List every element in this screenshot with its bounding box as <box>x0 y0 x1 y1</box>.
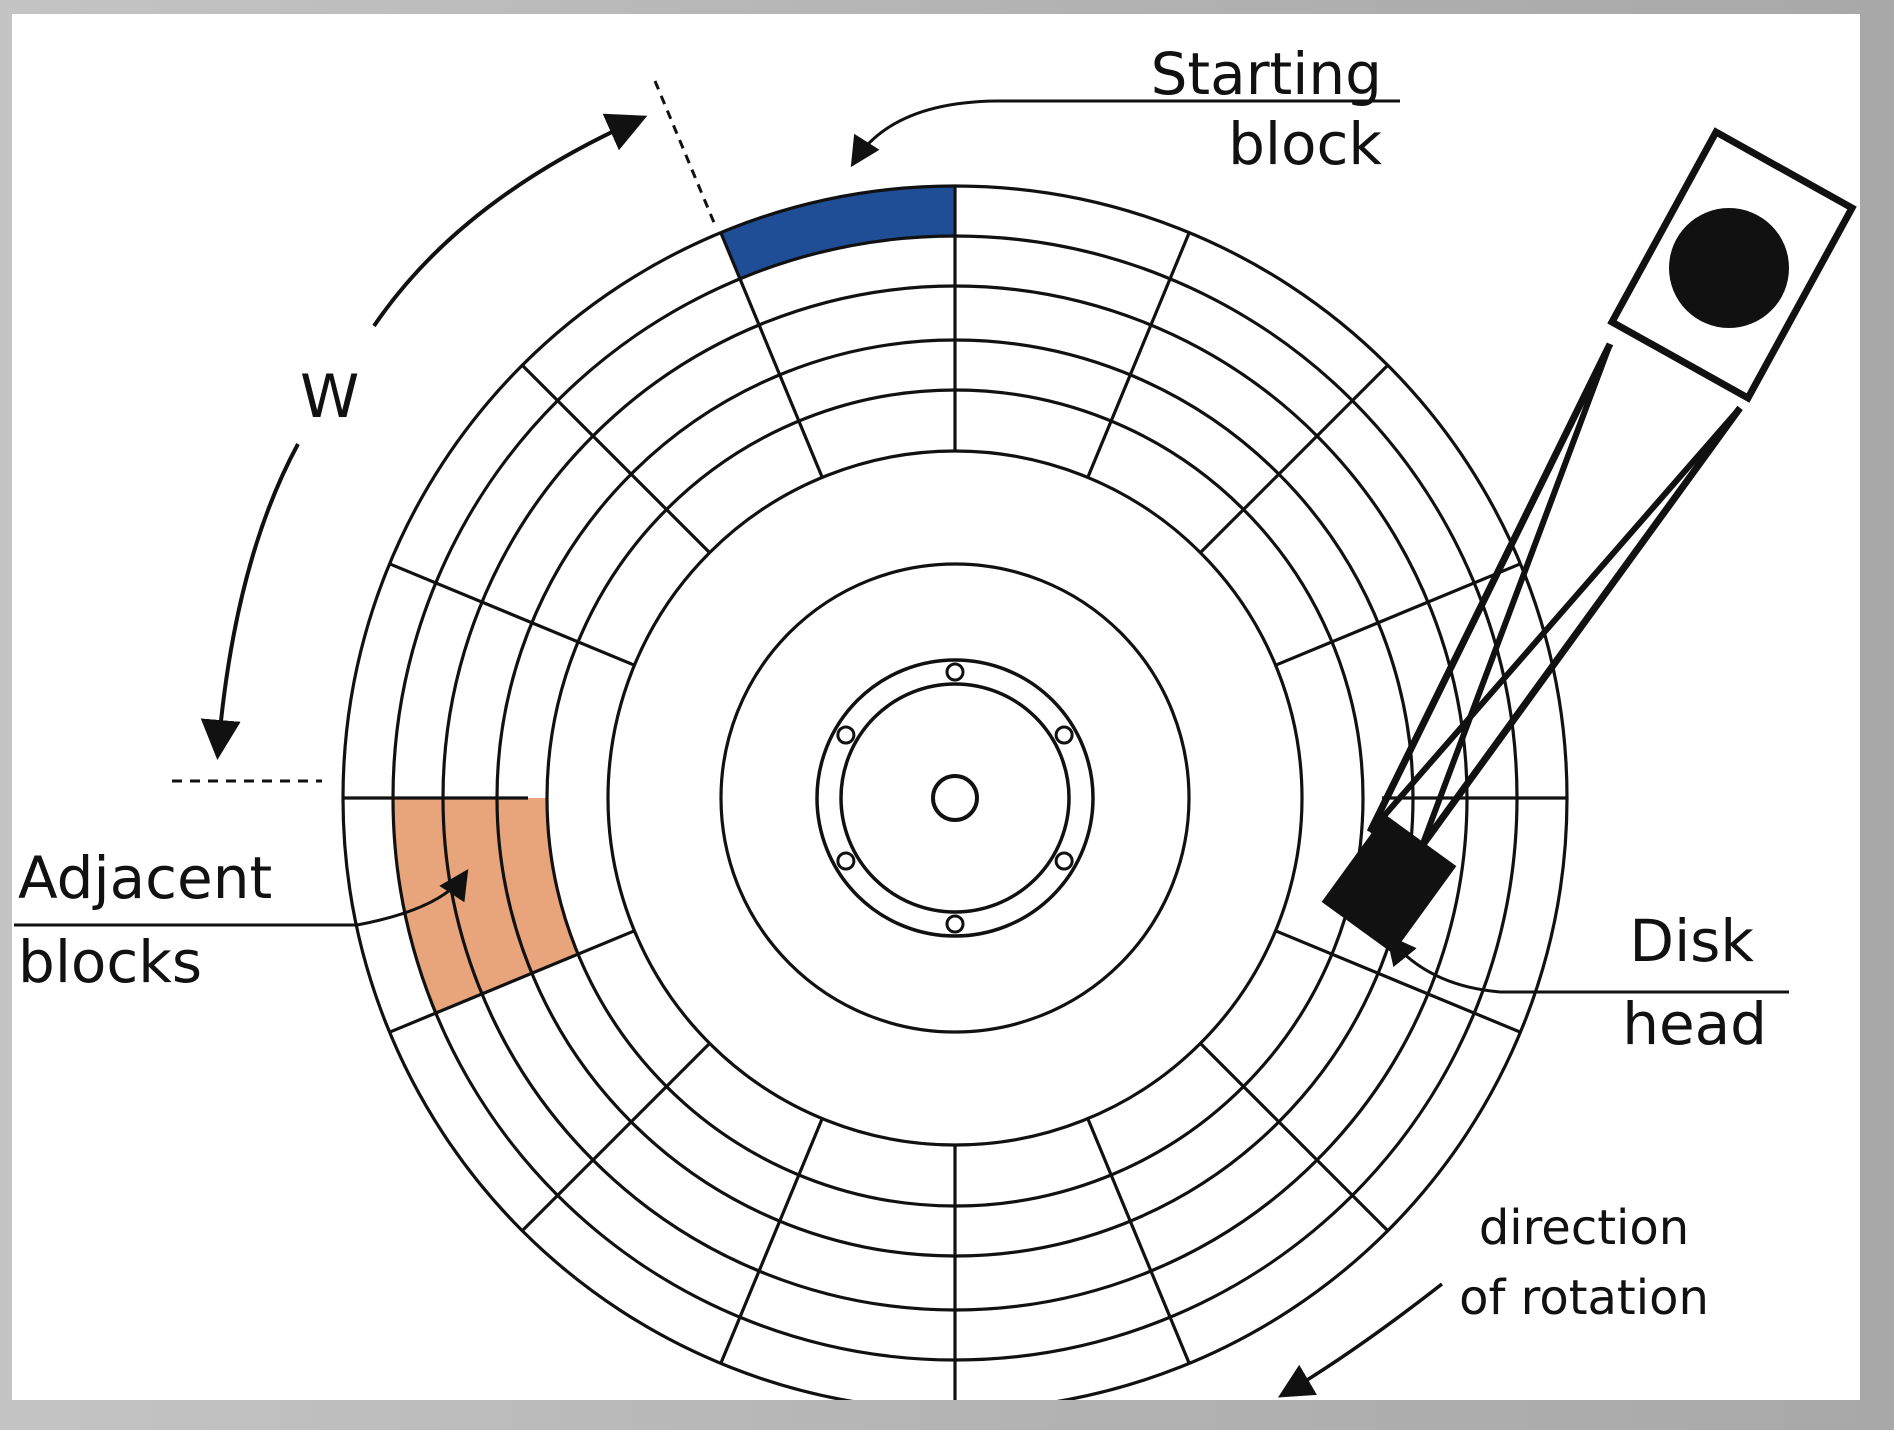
sector-divider <box>719 231 824 479</box>
arm-brace-1 <box>1419 342 1613 848</box>
disk-head-callout: Disk head <box>1386 907 1789 1058</box>
arm-pivot-icon <box>1669 208 1789 328</box>
adjacent-blocks-label-line1: Adjacent <box>18 844 272 912</box>
spindle-hub <box>836 662 1074 934</box>
sector-divider <box>1274 929 1522 1034</box>
starting-block-label-line1: Starting <box>1151 40 1382 108</box>
sector-divider <box>1199 364 1389 554</box>
disk-head-label-line2: head <box>1622 990 1767 1058</box>
adjacent-blocks-label-line2: blocks <box>18 928 202 996</box>
sector-divider <box>1086 1117 1191 1365</box>
starting-block <box>720 186 955 279</box>
w-arc-upper <box>372 113 648 328</box>
arm-rail-2 <box>1419 405 1743 849</box>
hub-screw <box>836 725 856 745</box>
hub-screw <box>1054 851 1074 871</box>
adjacent-blocks-callout: Adjacent blocks <box>14 844 469 996</box>
disk-head-label-line1: Disk <box>1629 907 1754 975</box>
diagram-panel: W Starting block Adjacent blocks Disk he… <box>12 14 1860 1400</box>
adjacent-blocks <box>393 798 579 1014</box>
arm-rail-1 <box>1366 342 1614 834</box>
sector-divider <box>1086 231 1191 479</box>
disk-head-arm <box>1321 127 1857 954</box>
spindle-hole <box>931 774 979 822</box>
adjacent-blocks-leader <box>356 868 469 927</box>
sector-divider <box>1274 562 1522 667</box>
starting-block-label-line2: block <box>1228 110 1382 178</box>
w-arc-lower <box>200 443 300 760</box>
arm-brace-2 <box>1367 406 1743 834</box>
hub-screw <box>836 851 856 871</box>
w-angle-indicator: W <box>172 80 717 783</box>
dashed-reference-line-top <box>653 80 717 226</box>
sector-dividers <box>343 186 1567 1400</box>
disk-diagram: W Starting block Adjacent blocks Disk he… <box>14 40 1857 1400</box>
hub-screw <box>1054 725 1074 745</box>
starting-block-leader <box>850 99 998 168</box>
rotation-arrow <box>1277 1282 1444 1398</box>
hub-screw <box>945 662 965 682</box>
starting-block-callout: Starting block <box>850 40 1400 178</box>
rotation-label-line1: direction <box>1479 1200 1689 1256</box>
hub-screw <box>945 914 965 934</box>
sector-divider <box>1199 1042 1389 1232</box>
sector-divider <box>388 562 636 667</box>
disk-head-leader <box>1386 934 1501 994</box>
track-circle <box>839 682 1071 914</box>
sector-divider <box>388 929 636 1034</box>
w-label: W <box>300 362 359 432</box>
rotation-label-line2: of rotation <box>1459 1270 1709 1326</box>
track-circle <box>815 658 1095 938</box>
rotation-callout: direction of rotation <box>1277 1200 1709 1398</box>
sector-divider <box>521 1042 711 1232</box>
read-write-head <box>1321 814 1457 954</box>
sector-divider <box>719 1117 824 1365</box>
track-circle <box>719 562 1191 1034</box>
sector-divider <box>521 364 711 554</box>
